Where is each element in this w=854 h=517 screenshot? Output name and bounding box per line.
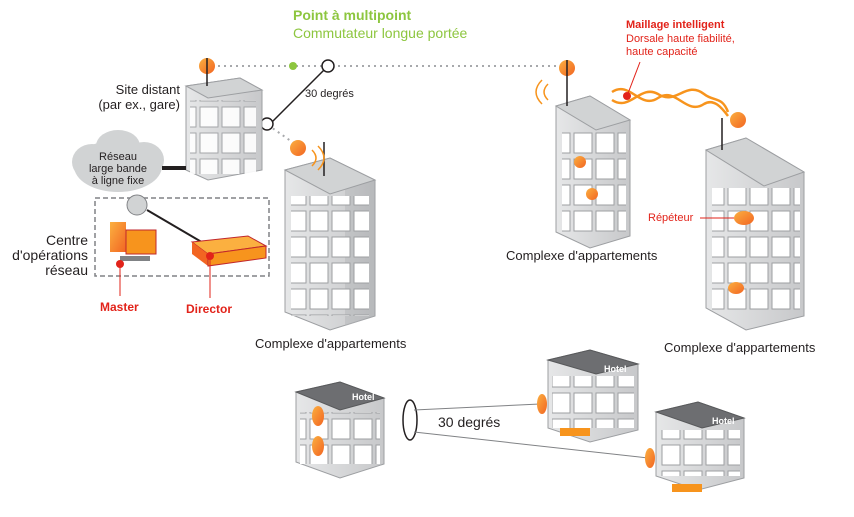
- cloud-icon: [72, 130, 164, 192]
- monitor-icon: [110, 222, 157, 261]
- apartment-building-right: [700, 112, 806, 331]
- angle-label-small: 30 degrés: [305, 88, 354, 100]
- network-line3: à ligne fixe: [91, 175, 145, 187]
- director-appliance-icon: [190, 235, 268, 267]
- mesh-helix-icon: [611, 61, 730, 117]
- network-line1: Réseau: [99, 151, 137, 163]
- repeater-label: Répéteur: [648, 212, 694, 224]
- apartments-right-label: Complexe d'appartements: [664, 340, 816, 355]
- wireless-links: [212, 59, 560, 147]
- hotel-sign: Hotel: [604, 364, 627, 374]
- hotel-right: Hotel: [645, 401, 746, 492]
- apartment-building-left: [283, 140, 377, 331]
- hotel-sign: Hotel: [712, 416, 735, 426]
- router-icon: [126, 194, 148, 216]
- noc-box: [94, 194, 270, 277]
- remote-site-line2: (par ex., gare): [98, 97, 180, 112]
- remote-site-line1: Site distant: [115, 82, 180, 97]
- smart-mesh-line1: Dorsale haute fiabilité,: [626, 33, 735, 45]
- multipoint-subtitle: Commutateur longue portée: [293, 25, 468, 41]
- hotel-middle: Hotel: [537, 349, 640, 443]
- noc-line2: d'opérations: [12, 247, 88, 263]
- hotel-sign: Hotel: [352, 392, 375, 402]
- noc-line3: réseau: [45, 262, 88, 278]
- radio-antenna-icon: [290, 140, 306, 156]
- apartments-left-label: Complexe d'appartements: [255, 336, 407, 351]
- hotel-left: Hotel: [294, 381, 418, 479]
- noc-line1: Centre: [45, 232, 88, 248]
- multipoint-title: Point à multipoint: [293, 7, 412, 23]
- multipoint-node-icon: [289, 62, 297, 70]
- apartment-building-middle: [535, 60, 632, 249]
- apartments-middle-label: Complexe d'appartements: [506, 248, 658, 263]
- radio-antenna-icon: [730, 112, 746, 128]
- angle-label-large: 30 degrés: [438, 414, 501, 430]
- repeater-icon: [734, 211, 754, 225]
- network-line2: large bande: [88, 163, 148, 175]
- smart-mesh-title: Maillage intelligent: [626, 19, 725, 31]
- master-label: Master: [100, 300, 139, 314]
- director-label: Director: [186, 302, 233, 316]
- remote-site-building: [184, 58, 264, 181]
- smart-mesh-line2: haute capacité: [626, 46, 698, 58]
